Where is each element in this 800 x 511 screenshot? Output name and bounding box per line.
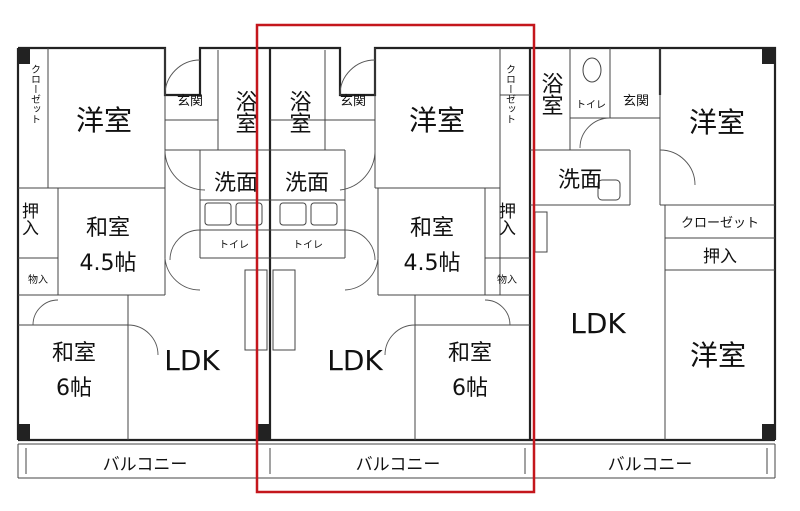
u2-mono-label: 物入 [497, 273, 517, 286]
u2-japanese-a-size: 4.5帖 [404, 251, 461, 276]
u1-ldk-label: LDK [164, 344, 220, 377]
u2-entrance-label: 玄関 [340, 94, 366, 109]
door-swings [32, 59, 696, 356]
u3-ldk-label: LDK [570, 307, 626, 340]
u2-washroom-label: 洗面 [285, 171, 329, 196]
structural-posts [18, 48, 775, 440]
u3-western-bottom-label: 洋室 [690, 339, 746, 372]
u2-bath-label: 浴室 [286, 90, 312, 134]
u1-japanese-b-label: 和室 [52, 341, 96, 366]
u1-bath-label: 浴室 [232, 90, 258, 134]
u3-washroom-label: 洗面 [558, 168, 602, 193]
u1-japanese-a-label: 和室 [86, 216, 130, 241]
u1-western-label: 洋室 [76, 104, 132, 137]
u3-balcony-label: バルコニー [608, 455, 693, 475]
walls [16, 46, 777, 479]
u1-entrance-label: 玄関 [177, 94, 203, 109]
u1-closet-label: クローゼット [29, 64, 41, 124]
u2-closet-label: クローゼット [504, 64, 516, 124]
u2-balcony-label: バルコニー [356, 455, 441, 475]
highlighted-unit-frame [255, 23, 536, 494]
u2-toilet-label: トイレ [293, 240, 323, 251]
u2-western-label: 洋室 [409, 104, 465, 137]
u3-closet-label: クローゼット [681, 216, 759, 231]
u1-balcony-label: バルコニー [103, 455, 188, 475]
u2-oshiire-label: 押入 [495, 202, 516, 236]
fixtures [204, 57, 621, 351]
u2-japanese-b-label: 和室 [448, 341, 492, 366]
u1-japanese-a-size: 4.5帖 [80, 251, 137, 276]
u2-ldk-label: LDK [327, 344, 383, 377]
u1-toilet-label: トイレ [219, 240, 249, 251]
unit-3: 浴室 トイレ 玄関 洋室 洗面 クローゼット 押入 LDK 洋室 バルコニー [538, 72, 760, 475]
u1-washroom-label: 洗面 [214, 171, 258, 196]
u1-mono-label: 物入 [28, 273, 48, 286]
u3-oshiire-label: 押入 [703, 247, 737, 267]
u2-japanese-a-label: 和室 [410, 216, 454, 241]
u2-japanese-b-size: 6帖 [452, 376, 488, 401]
unit-2: 洋室 クローゼット 玄関 浴室 洗面 トイレ 押入 物入 和室 4.5帖 和室 … [285, 64, 517, 475]
u3-bath-label: 浴室 [538, 72, 564, 116]
u3-western-top-label: 洋室 [689, 106, 745, 139]
u1-oshiire-label: 押入 [18, 202, 39, 236]
unit-1: 洋室 クローゼット 玄関 浴室 洗面 トイレ 押入 物入 和室 4.5帖 和室 … [18, 64, 258, 475]
u1-japanese-b-size: 6帖 [56, 376, 92, 401]
u3-entrance-label: 玄関 [623, 94, 649, 109]
u3-toilet-label: トイレ [576, 100, 606, 111]
